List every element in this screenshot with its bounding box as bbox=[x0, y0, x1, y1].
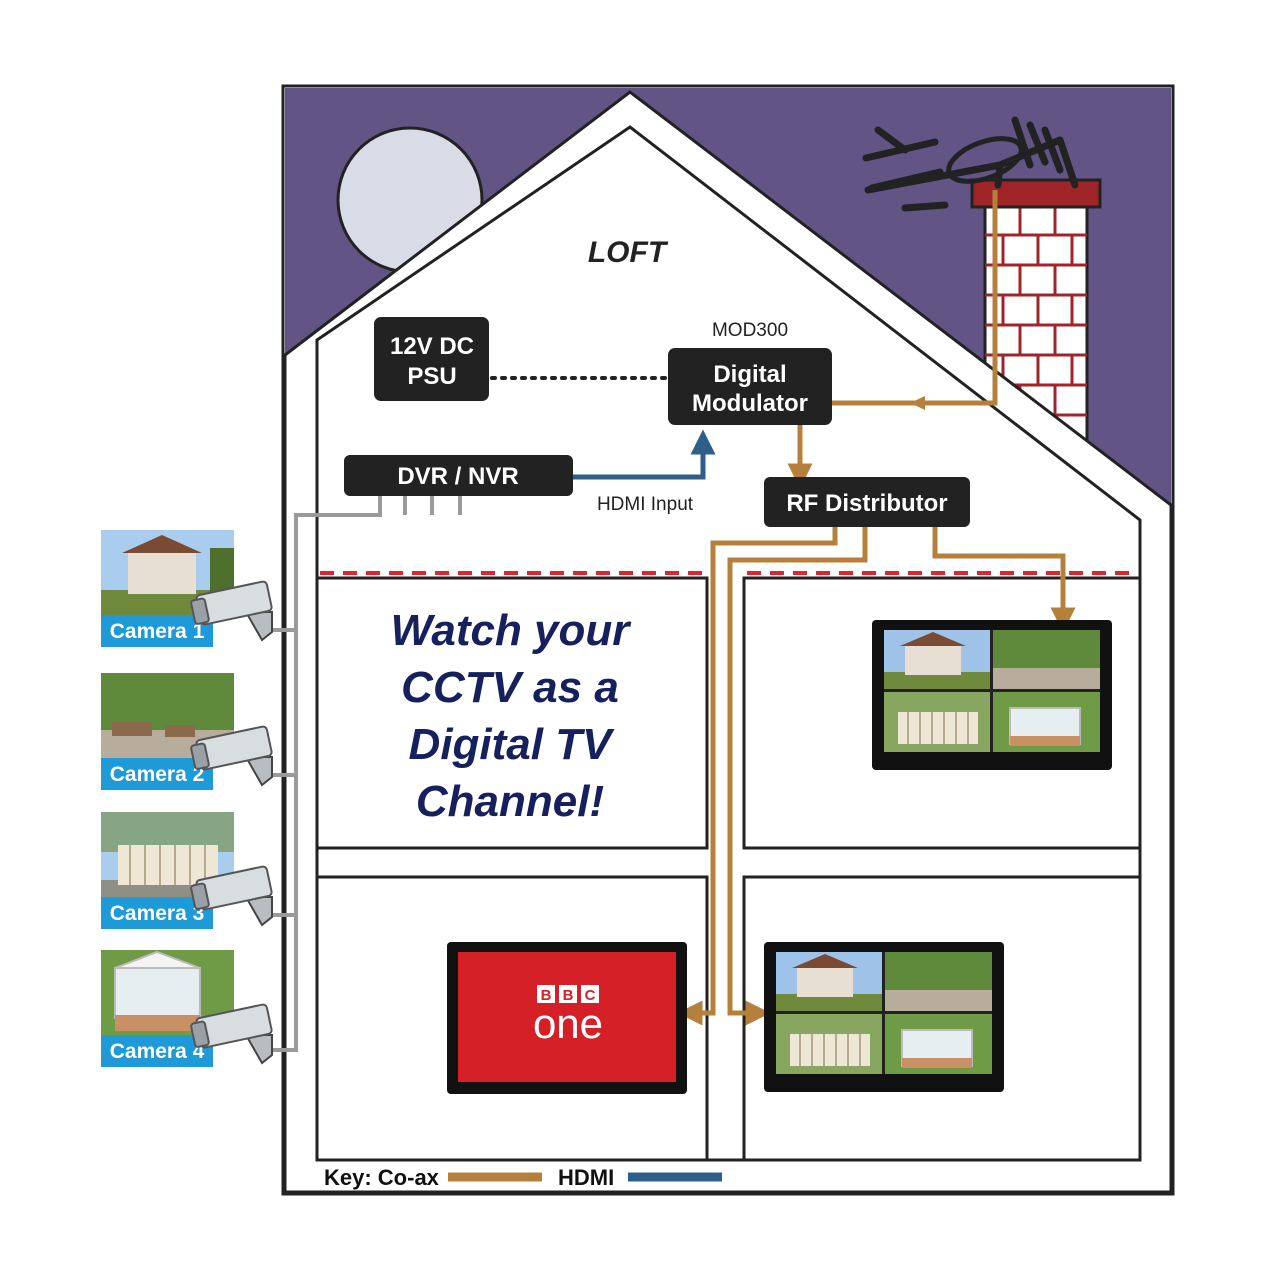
modulator-line1: Digital bbox=[713, 361, 786, 388]
camera-2: Camera 2 bbox=[101, 673, 273, 790]
dvr-nvr-box: DVR / NVR bbox=[344, 455, 573, 496]
dvr-label: DVR / NVR bbox=[397, 463, 518, 490]
psu-line1: 12V DC bbox=[390, 333, 474, 360]
headline-line-2: CCTV as a bbox=[401, 663, 619, 712]
camera-4: Camera 4 bbox=[101, 950, 273, 1067]
quad-thumb-conservatory bbox=[993, 692, 1100, 752]
rf-distributor-label: RF Distributor bbox=[786, 490, 947, 517]
tv-quad-view-upper bbox=[872, 620, 1112, 770]
camera-cables bbox=[272, 494, 462, 1052]
key-hdmi: HDMI bbox=[558, 1165, 614, 1190]
loft-label: LOFT bbox=[588, 236, 669, 269]
bbc-one-word: one bbox=[533, 1000, 603, 1047]
coax-arrow-from-aerial bbox=[910, 396, 925, 410]
legend-key: Key: Co-ax HDMI bbox=[324, 1165, 722, 1190]
psu-line2: PSU bbox=[407, 363, 456, 390]
bbc-letter-3: C bbox=[585, 987, 596, 1004]
headline-line-4: Channel! bbox=[416, 777, 604, 826]
quad-thumb-house bbox=[884, 630, 990, 689]
cctv-camera-icon bbox=[190, 1003, 273, 1065]
cctv-camera-icon bbox=[190, 580, 273, 642]
digital-modulator-box: Digital Modulator bbox=[668, 348, 832, 425]
bbc-letter-2: B bbox=[563, 987, 574, 1004]
camera-4-label: Camera 4 bbox=[110, 1040, 205, 1063]
psu-box: 12V DC PSU bbox=[374, 317, 489, 401]
modulator-model: MOD300 bbox=[712, 320, 788, 341]
headline-line-1: Watch your bbox=[391, 606, 633, 655]
quad-thumb-garden bbox=[993, 630, 1100, 689]
camera-2-label: Camera 2 bbox=[110, 763, 205, 786]
hdmi-cable bbox=[573, 429, 716, 480]
tv-bbc-one: B B C one bbox=[447, 942, 687, 1094]
cctv-camera-icon bbox=[190, 725, 273, 787]
headline-line-3: Digital TV bbox=[409, 720, 616, 769]
hdmi-input-label: HDMI Input bbox=[597, 494, 694, 515]
tv-aerial-icon bbox=[862, 116, 1079, 212]
quad-thumb-gate-2 bbox=[776, 1014, 882, 1074]
camera-1-label: Camera 1 bbox=[110, 620, 205, 643]
bbc-letter-1: B bbox=[541, 987, 552, 1004]
cctv-camera-icon bbox=[190, 865, 273, 927]
quad-thumb-conservatory-2 bbox=[885, 1014, 992, 1074]
night-sky bbox=[285, 88, 1171, 505]
key-title: Key: Co-ax bbox=[324, 1165, 440, 1190]
camera-3-label: Camera 3 bbox=[110, 902, 205, 925]
bbc-logo-blocks: B B C bbox=[537, 985, 599, 1004]
camera-4-photo bbox=[101, 950, 234, 1035]
quad-thumb-house-2 bbox=[776, 952, 882, 1011]
camera-1: Camera 1 bbox=[101, 530, 273, 647]
quad-thumb-gate bbox=[884, 692, 990, 752]
rf-distributor-box: RF Distributor bbox=[764, 477, 970, 527]
headline: Watch your CCTV as a Digital TV Channel! bbox=[391, 606, 633, 826]
quad-thumb-garden-2 bbox=[885, 952, 992, 1011]
camera-3: Camera 3 bbox=[101, 812, 273, 929]
modulator-line2: Modulator bbox=[692, 390, 808, 417]
coax-cables bbox=[677, 190, 1076, 1026]
tv-quad-view-lower bbox=[764, 942, 1004, 1092]
